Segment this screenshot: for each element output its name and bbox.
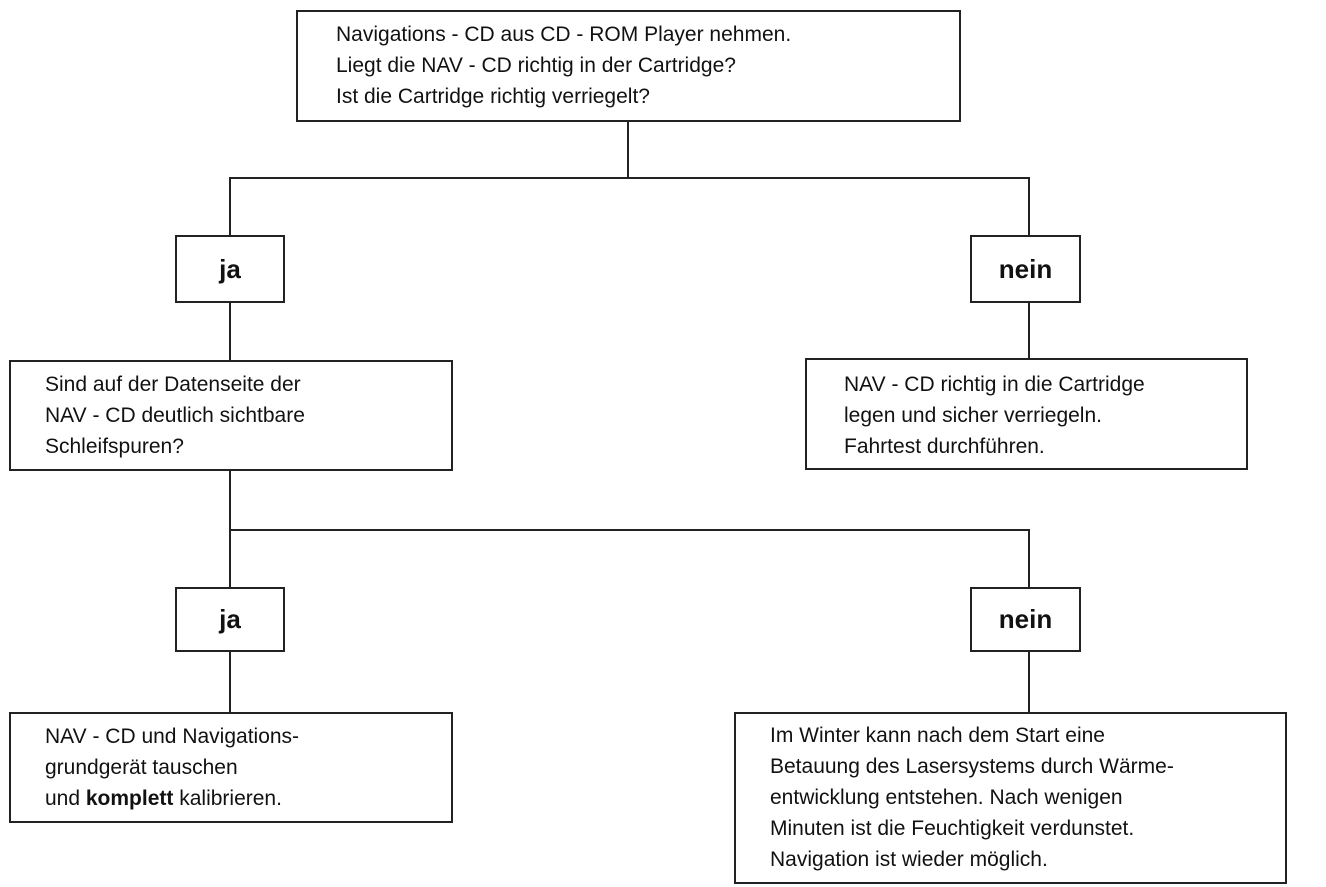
- no-action-2-line-3: entwicklung entstehen. Nach wenigen: [770, 786, 1123, 809]
- no-action-1-line-1: NAV - CD richtig in die Cartridge: [844, 373, 1145, 396]
- nein-label-1: nein: [970, 235, 1081, 303]
- yes-action-2-prefix: und: [45, 787, 86, 810]
- yes-action-2-suffix: kalibrieren.: [173, 787, 282, 810]
- connector-branch1-horizontal: [229, 177, 1030, 179]
- connector-question2-down: [229, 470, 231, 531]
- ja-label-2: ja: [175, 587, 285, 652]
- connector-ja2-down: [229, 651, 231, 713]
- start-line-3: Ist die Cartridge richtig verriegelt?: [336, 85, 650, 108]
- no-action-2-line-1: Im Winter kann nach dem Start eine: [770, 724, 1105, 747]
- yes-action-2-box: NAV - CD und Navigations- grundgerät tau…: [9, 712, 453, 823]
- start-line-2: Liegt die NAV - CD richtig in der Cartri…: [336, 54, 736, 77]
- no-action-2-line-2: Betauung des Lasersystems durch Wärme-: [770, 755, 1174, 778]
- no-action-2-line-5: Navigation ist wieder möglich.: [770, 848, 1048, 871]
- yes-action-2-emphasis: komplett: [85, 787, 174, 810]
- question-2-line-2: NAV - CD deutlich sichtbare: [45, 404, 305, 427]
- connector-branch2-left: [229, 529, 231, 588]
- question-2-box: Sind auf der Datenseite der NAV - CD deu…: [9, 360, 453, 471]
- connector-branch2-right: [1028, 529, 1030, 588]
- question-2-line-1: Sind auf der Datenseite der: [45, 373, 301, 396]
- connector-branch2-horizontal: [229, 529, 1030, 531]
- no-action-1-line-2: legen und sicher verriegeln.: [844, 404, 1102, 427]
- connector-nein1-down: [1028, 302, 1030, 359]
- yes-action-2-line-1: NAV - CD und Navigations-: [45, 725, 300, 748]
- start-box: Navigations - CD aus CD - ROM Player neh…: [296, 10, 961, 122]
- start-line-1: Navigations - CD aus CD - ROM Player neh…: [336, 23, 792, 46]
- connector-start-down: [627, 121, 629, 179]
- ja-label-1: ja: [175, 235, 285, 303]
- no-action-1-box: NAV - CD richtig in die Cartridge legen …: [805, 358, 1248, 470]
- no-action-2-box: Im Winter kann nach dem Start eine Betau…: [734, 712, 1287, 884]
- no-action-2-line-4: Minuten ist die Feuchtigkeit verdunstet.: [770, 817, 1135, 840]
- yes-action-2-line-3: und komplett kalibrieren.: [45, 783, 451, 814]
- yes-action-2-line-2: grundgerät tauschen: [45, 756, 238, 779]
- question-2-line-3: Schleifspuren?: [45, 435, 184, 458]
- connector-ja1-down: [229, 302, 231, 361]
- no-action-1-line-3: Fahrtest durchführen.: [844, 435, 1045, 458]
- nein-label-2: nein: [970, 587, 1081, 652]
- connector-branch1-right: [1028, 177, 1030, 236]
- connector-branch1-left: [229, 177, 231, 236]
- connector-nein2-down: [1028, 651, 1030, 713]
